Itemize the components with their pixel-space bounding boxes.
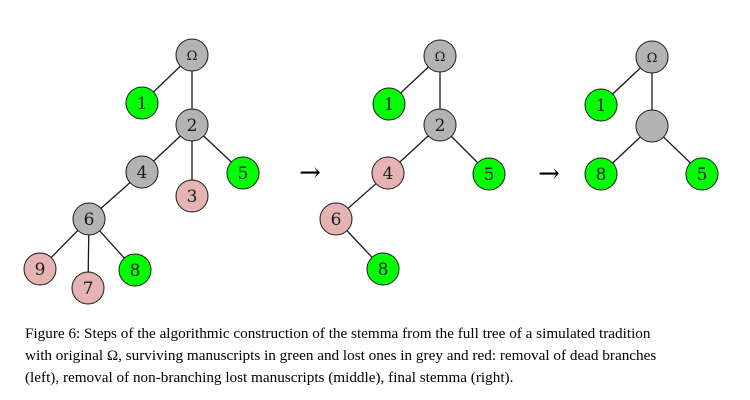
node-circle xyxy=(319,202,353,236)
node-label: 9 xyxy=(35,260,46,280)
node-label: 6 xyxy=(331,210,342,230)
node-circle xyxy=(635,109,669,143)
node-circle xyxy=(372,87,406,121)
node-label: Ω xyxy=(647,51,658,66)
node-label: 8 xyxy=(130,261,141,281)
node-circle xyxy=(72,202,106,236)
node-circle xyxy=(584,157,618,191)
node-circle xyxy=(584,88,618,122)
node-omega: Ω xyxy=(423,39,457,73)
node-label: 3 xyxy=(187,187,198,207)
node-label: 6 xyxy=(84,210,95,230)
node-label: 2 xyxy=(187,116,198,136)
node-circle xyxy=(23,252,57,286)
node-circle xyxy=(71,271,105,305)
node-label: 4 xyxy=(383,164,394,184)
node-label: 1 xyxy=(596,96,607,116)
node-circle xyxy=(366,252,400,286)
node-5: 5 xyxy=(685,157,719,191)
node-label: Ω xyxy=(435,50,446,65)
node-8: 8 xyxy=(584,157,618,191)
node-circle xyxy=(125,86,159,120)
node-circle xyxy=(423,39,457,73)
node-1: 1 xyxy=(125,86,159,120)
node-3: 3 xyxy=(175,179,209,213)
full-tree: Ω 1 2 4 3 5 6 9 7 8 xyxy=(23,38,260,305)
node-7: 7 xyxy=(71,271,105,305)
node-6: 6 xyxy=(319,202,353,236)
node-label: Ω xyxy=(187,49,198,64)
node-label: 8 xyxy=(596,165,607,185)
node-label: 5 xyxy=(238,164,249,184)
node-2: 2 xyxy=(175,108,209,142)
node-circle xyxy=(423,108,457,142)
node-circle xyxy=(472,157,506,191)
node-8: 8 xyxy=(118,253,152,287)
node-circle xyxy=(175,38,209,72)
node-circle xyxy=(175,108,209,142)
caption-line-1: Figure 6: Steps of the algorithmic const… xyxy=(25,325,651,342)
node-circle xyxy=(125,155,159,189)
node-label: 8 xyxy=(378,260,389,280)
node-circle xyxy=(371,156,405,190)
node-2: 2 xyxy=(423,108,457,142)
node-6: 6 xyxy=(72,202,106,236)
node-circle xyxy=(635,40,669,74)
node-label: 1 xyxy=(137,94,148,114)
final-stemma: Ω 1 8 5 xyxy=(584,40,719,191)
figure-caption: Figure 6: Steps of the algorithmic const… xyxy=(25,323,725,389)
arrow-2: → xyxy=(538,159,560,189)
node-4: 4 xyxy=(371,156,405,190)
node-circle xyxy=(226,156,260,190)
node-5: 5 xyxy=(226,156,260,190)
caption-line-3: (left), removal of non-branching lost ma… xyxy=(25,369,514,386)
node-9: 9 xyxy=(23,252,57,286)
stemma-diagram: Ω 1 2 4 3 5 6 9 7 8 Ω 1 2 4 5 6 8 Ω 1 8 5 → → xyxy=(23,38,719,305)
node-circle xyxy=(118,253,152,287)
caption-line-2: with original Ω, surviving manuscripts i… xyxy=(25,347,657,364)
pruned-tree: Ω 1 2 4 5 6 8 xyxy=(319,39,506,286)
node-label: 4 xyxy=(137,163,148,183)
node-1: 1 xyxy=(584,88,618,122)
arrow-1: → xyxy=(299,158,321,188)
node-4: 4 xyxy=(125,155,159,189)
node-circle xyxy=(685,157,719,191)
node-omega: Ω xyxy=(175,38,209,72)
node-8: 8 xyxy=(366,252,400,286)
node-1: 1 xyxy=(372,87,406,121)
node-label: 5 xyxy=(484,165,495,185)
node-label: 1 xyxy=(384,95,395,115)
node-label: 2 xyxy=(435,116,446,136)
node-circle xyxy=(175,179,209,213)
node-5: 5 xyxy=(472,157,506,191)
node-label: 7 xyxy=(83,279,94,299)
node-label: 5 xyxy=(697,165,708,185)
node-X xyxy=(635,109,669,143)
node-omega: Ω xyxy=(635,40,669,74)
